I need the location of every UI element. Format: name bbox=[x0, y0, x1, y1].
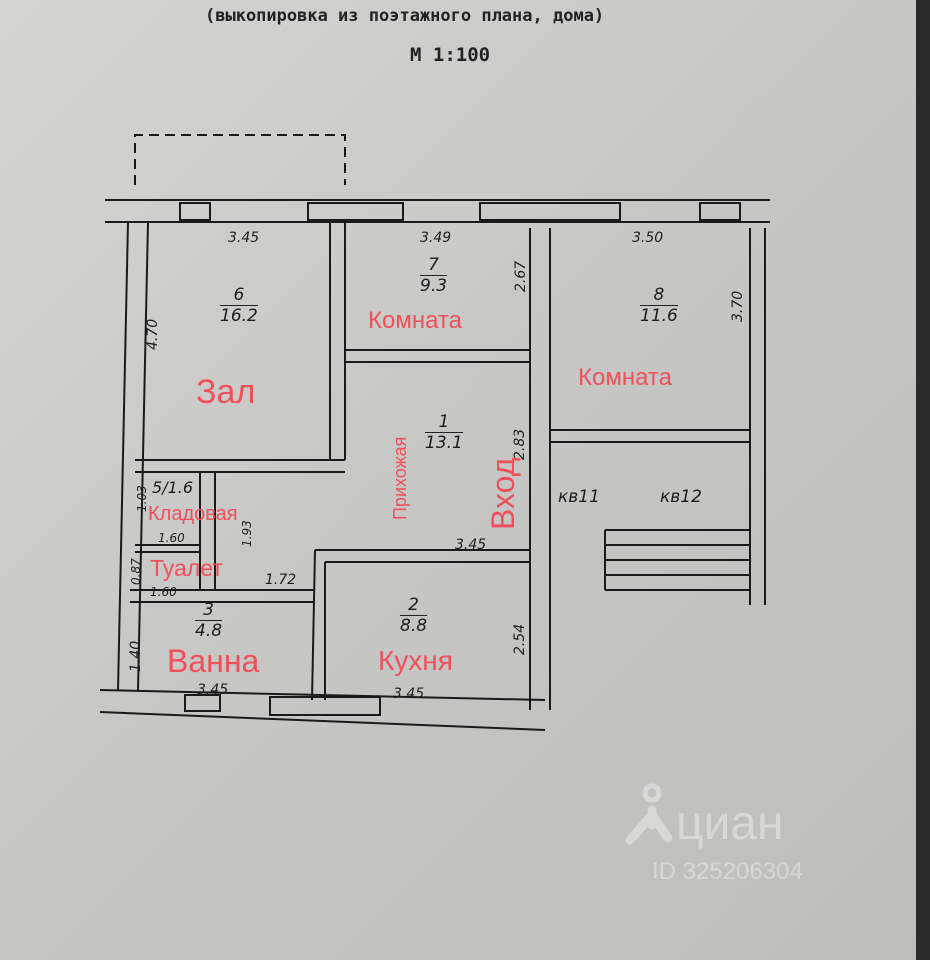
room-label-hall: Зал bbox=[196, 373, 256, 411]
dim-label: 3.45 bbox=[228, 230, 260, 246]
room-5-number: 5/1.6 bbox=[152, 478, 194, 497]
dim-label: 3.49 bbox=[420, 230, 452, 246]
room-label-room7: Комната bbox=[368, 307, 462, 334]
plan-subtitle: (выкопировка из поэтажного плана, дома) bbox=[205, 6, 605, 26]
watermark-brand: циан bbox=[676, 797, 784, 850]
room-label-storage: Кладовая bbox=[148, 503, 238, 525]
dim-label: 1.60 bbox=[158, 531, 185, 545]
room-label-room8: Комната bbox=[578, 364, 672, 391]
apartment-11-label: кв11 bbox=[558, 487, 600, 507]
dim-label: 1.60 bbox=[150, 585, 177, 599]
photo-edge bbox=[916, 0, 930, 960]
dim-label: 3.45 bbox=[393, 686, 425, 702]
room-label-toilet: Туалет bbox=[150, 555, 223, 581]
dim-label: 1.72 bbox=[265, 572, 297, 588]
apartment-12-label: кв12 bbox=[660, 487, 702, 507]
room-label-bath: Ванна bbox=[167, 643, 260, 679]
watermark-id: ID 325206304 bbox=[652, 858, 803, 885]
dim-label: 3.45 bbox=[197, 682, 229, 698]
dim-label: 3.50 bbox=[632, 230, 664, 246]
dim-label: 3.45 bbox=[455, 537, 487, 553]
room-label-kitchen: Кухня bbox=[378, 645, 453, 676]
plan-scale: М 1:100 bbox=[410, 44, 491, 66]
